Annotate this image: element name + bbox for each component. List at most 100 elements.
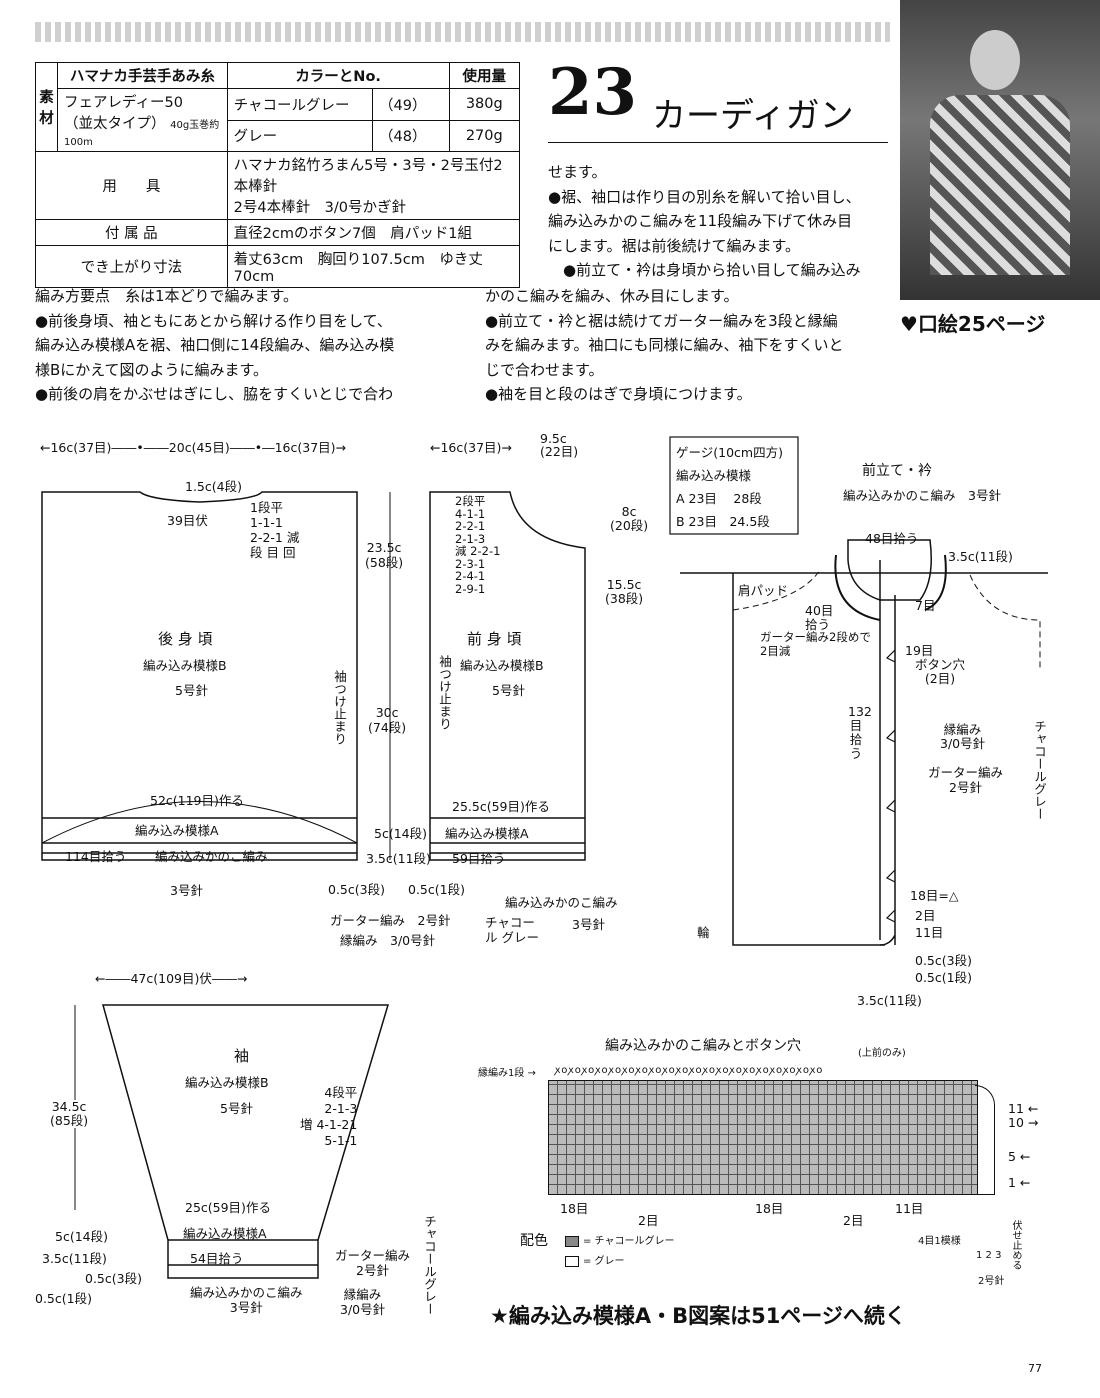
buttonhole-label: ボタン穴(2目) xyxy=(915,657,966,686)
color-no: （48） xyxy=(372,119,450,152)
sleeve-band: 編み込み模様A xyxy=(183,1226,267,1241)
back-needle: 5号針 xyxy=(175,683,208,698)
finished-size: 着丈63cm 胸回り107.5cm ゆき丈70cm xyxy=(226,245,521,288)
back-kanoko: 編み込みかのこ編み xyxy=(155,849,268,864)
colorwork-chart-grid xyxy=(548,1080,978,1195)
chart-stitch-nums: 1 2 3 xyxy=(976,1250,1002,1261)
color-amount: 380g xyxy=(448,88,521,121)
photo-reference: ♥口絵25ページ xyxy=(900,312,1046,336)
pattern-title: カーディガン xyxy=(652,96,854,136)
band-2-stitches: 2目 xyxy=(915,908,936,923)
size-label: でき上がり寸法 xyxy=(35,245,228,288)
back-cast-on: 52c(119目)作る xyxy=(150,793,244,808)
edge-note-2: 0.5c(1段) xyxy=(408,882,465,897)
sleeve-c2: 3.5c(11段) xyxy=(42,1251,107,1266)
sleeve-pick-up: 54目拾う xyxy=(190,1251,244,1266)
band-spec-2: 0.5c(1段) xyxy=(915,970,972,985)
band-11-stitches: 11目 xyxy=(915,925,944,940)
sleeve-cast-on: 25c(59目)作る xyxy=(185,1200,271,1215)
chart-bottom-18: 18目 xyxy=(560,1201,589,1216)
back-pick-up: 114目拾う xyxy=(65,849,127,864)
height-kanoko: 3.5c(11段) xyxy=(366,851,431,866)
legend-charcoal: = チャコールグレー xyxy=(565,1232,674,1247)
front-neck-width: 9.5c(22目) xyxy=(540,431,579,459)
chart-repeat: 4目1模様 xyxy=(918,1236,961,1247)
back-body-outline xyxy=(41,491,358,861)
chart-corner xyxy=(975,1085,995,1195)
materials-label: 素材 xyxy=(35,62,58,152)
band-pick-48: 48目拾う xyxy=(865,531,919,546)
legend-gray: = グレー xyxy=(565,1252,625,1267)
back-width-dims: ←16c(37目)――•――20c(45目)――•―16c(37目)→ xyxy=(40,440,347,455)
back-pattern: 編み込み模様B xyxy=(143,658,227,673)
legend-title: 配色 xyxy=(520,1233,548,1249)
page-number: 77 xyxy=(1028,1362,1042,1375)
chart-bottom-18b: 18目 xyxy=(755,1201,784,1216)
chart-bottom-2b: 2目 xyxy=(843,1213,864,1228)
chart-edge-row: 縁編み1段 → xyxy=(478,1068,536,1079)
sleeve-c3: 0.5c(3段) xyxy=(85,1271,142,1286)
tools-label: 用 具 xyxy=(35,151,228,220)
chart-row-numbers: 11 ←10 →5 ←1 ← xyxy=(1008,1101,1039,1190)
continuation-note: ★編み込み模様A・B図案は51ページへ続く xyxy=(490,1304,906,1328)
height-band: 5c(14段) xyxy=(374,826,427,841)
front-needle: 5号針 xyxy=(492,683,525,698)
color-note: チャコール グレー xyxy=(485,915,539,945)
front-neck-h1: 8c(20段) xyxy=(610,504,649,533)
band-color-label: チャコールグレー xyxy=(1032,720,1047,820)
instructions-right-top: せます。●裾、袖口は作り目の別糸を解いて拾い目し、編み込みかのこ編みを11段編み… xyxy=(548,163,861,280)
front-sleeve-stop: 袖つけ止まり xyxy=(437,655,452,730)
band-title: 前立て・衿 xyxy=(862,463,932,479)
front-body-outline xyxy=(429,491,586,861)
hem-label: 輪 xyxy=(697,925,710,940)
front-band-pattern: 編み込み模様A xyxy=(445,826,529,841)
front-pattern: 編み込み模様B xyxy=(460,658,544,673)
materials-table: 素材 ハマナカ手芸手あみ糸 カラーとNo. 使用量 フェアレディー50（並太タイ… xyxy=(35,62,521,288)
garter-note: ガーター編み 2号針 xyxy=(330,913,451,928)
color-name: グレー xyxy=(226,119,374,152)
color-header: カラーとNo. xyxy=(226,62,450,89)
sleeve-c1: 5c(14段) xyxy=(55,1229,108,1244)
charcoal-swatch xyxy=(565,1235,579,1247)
front-body-name: 前 身 頃 xyxy=(467,630,522,648)
band-7-stitches: 7目 xyxy=(915,598,936,613)
sleeve-height: 34.5c(85段) xyxy=(50,1099,89,1128)
front-cast-on: 25.5c(59目)作る xyxy=(452,799,550,814)
edge-note-1: 0.5c(3段) xyxy=(328,882,385,897)
model-photo xyxy=(900,0,1100,300)
band-18-stitches: 18目=△ xyxy=(910,888,959,903)
kanoko-needle: 3号針 xyxy=(572,917,605,932)
height-upper: 23.5c(58段) xyxy=(365,540,404,570)
front-pick-up: 59目拾う xyxy=(452,851,506,866)
accessories: 直径2cmのボタン7個 肩パッド1組 xyxy=(226,219,521,246)
band-height: 3.5c(11段) xyxy=(948,549,1013,564)
chart-bottom-2: 2目 xyxy=(638,1213,659,1228)
sleeve-color: チャコールグレー xyxy=(422,1215,437,1315)
sleeve-pattern: 編み込み模様B xyxy=(185,1075,269,1090)
chart-title: 編み込みかのこ編みとボタン穴 xyxy=(605,1038,801,1054)
yarn-cell: フェアレディー50（並太タイプ） 40g玉巻約100m xyxy=(57,88,228,152)
back-bind-off: 39目伏 xyxy=(167,513,208,528)
height-mid: 30c(74段) xyxy=(368,705,407,735)
edge-stitch-note: 縁編み 3/0号針 xyxy=(340,933,436,948)
sleeve-top-width: ←――47c(109目)伏――→ xyxy=(95,971,248,986)
band-19-stitches: 19目 xyxy=(905,643,934,658)
band-spec-3: 3.5c(11段) xyxy=(857,993,922,1008)
accessories-label: 付 属 品 xyxy=(35,219,228,246)
back-sleeve-stop: 袖つけ止まり xyxy=(332,670,347,745)
back-needle3: 3号針 xyxy=(170,883,203,898)
band-pick-40: 40目拾う xyxy=(805,603,834,632)
front-neck-h2: 15.5c(38段) xyxy=(605,577,644,606)
chart-subtitle: (上前のみ) xyxy=(858,1048,906,1059)
band-decrease: ガーター編み2段めで2目減 xyxy=(760,630,871,658)
amount-header: 使用量 xyxy=(448,62,521,89)
gray-swatch xyxy=(565,1255,579,1267)
sleeve-needle: 5号針 xyxy=(220,1101,253,1116)
